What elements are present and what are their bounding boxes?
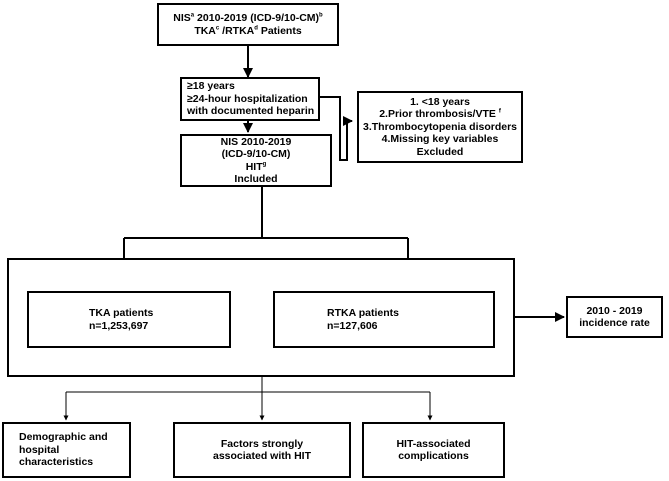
hit-line: NIS 2010-2019 [220,135,292,148]
rtka-count: n=127,606 [327,319,378,332]
exclusion-line: 4.Missing key variables [381,133,499,146]
hit-complications-box: HIT-associated complications [362,422,505,478]
tka-label: TKA patients [89,307,154,319]
demographic-line: characteristics [19,456,94,469]
exclusion-line: 2.Prior thrombosis/VTE f [379,108,501,121]
demographic-line: hospital [19,443,60,456]
inclusion-line: ≥18 years [187,80,235,93]
exclusion-criteria-box: 1. <18 years 2.Prior thrombosis/VTE f 3.… [357,91,523,163]
inclusion-criteria-box: ≥18 years ≥24-hour hospitalization with … [180,77,320,121]
incidence-rate-box: 2010 - 2019 incidence rate [566,296,663,338]
rtka-patients-box: RTKA patients n=127,606 [273,291,495,348]
source-line-1: NISa 2010-2019 (ICD-9/10-CM)b [173,12,323,24]
tka-patients-box: TKA patients n=1,253,697 [27,291,231,348]
demographic-characteristics-box: Demographic and hospital characteristics [2,422,131,478]
hit-line: (ICD-9/10-CM) [221,148,291,160]
exclusion-label: Excluded [416,145,464,158]
source-box: NISa 2010-2019 (ICD-9/10-CM)b TKAc /RTKA… [157,3,339,46]
source-line-2: TKAc /RTKAd Patients [194,24,302,37]
hit-line: HITg [245,160,267,173]
inclusion-line: ≥24-hour hospitalization [187,92,308,105]
incidence-line: 2010 - 2019 [586,304,643,317]
complications-line: complications [398,450,469,462]
inclusion-line: with documented heparin [187,105,315,118]
exclusion-line: 3.Thrombocytopenia disorders [362,120,518,133]
exclusion-line: 1. <18 years [410,95,470,108]
arrow-to-exclusion [320,96,353,161]
demographic-line: Demographic and [19,431,108,444]
factors-line: Factors strongly [220,437,304,450]
hit-included-box: NIS 2010-2019 (ICD-9/10-CM) HITg Include… [180,134,332,187]
associated-factors-box: Factors strongly associated with HIT [173,422,351,478]
hit-included-label: Included [234,173,278,185]
incidence-line: incidence rate [579,317,650,329]
complications-line: HIT-associated [396,437,471,450]
rtka-label: RTKA patients [327,307,399,319]
factors-line: associated with HIT [212,450,312,462]
tka-count: n=1,253,697 [89,319,149,332]
